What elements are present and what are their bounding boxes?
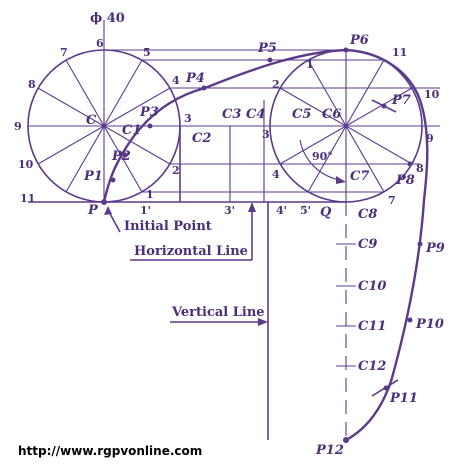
label-C12: C12 (358, 359, 386, 374)
label-r4: 4 (272, 168, 280, 181)
label-r9: 9 (426, 132, 434, 145)
label-C7: C7 (350, 169, 369, 184)
label-C6: C6 (322, 107, 341, 122)
annotation-arrows (103, 20, 269, 440)
footer-url: http://www.rgpvonline.com (18, 444, 202, 458)
curve-points (101, 47, 423, 443)
label-1prime: 1' (140, 204, 151, 217)
label-P1: P1 (83, 169, 103, 184)
label-C10: C10 (358, 279, 386, 294)
point-P8 (407, 161, 413, 167)
label-5: 5 (143, 46, 151, 59)
label-2: 2 (172, 164, 180, 177)
label-P12: P12 (315, 443, 344, 458)
labels: ϕ 40 6 5 4 3 2 1 7 8 9 10 11 C C1 P P1 P… (14, 11, 445, 458)
label-P10: P10 (415, 317, 444, 332)
label-r3: 3 (262, 128, 270, 141)
point-P9 (417, 241, 423, 247)
label-P7: P7 (391, 93, 411, 108)
label-7: 7 (60, 46, 68, 59)
label-C3: C3 (222, 107, 241, 122)
label-8: 8 (28, 78, 36, 91)
angle-arc (299, 139, 341, 181)
label-P9: P9 (425, 241, 445, 256)
angle-arrowhead (336, 176, 346, 184)
label-P5: P5 (257, 41, 277, 56)
vertical-center-line (336, 202, 356, 440)
point-P4 (201, 85, 207, 91)
label-C5: C5 (292, 107, 311, 122)
label-r1: 1 (306, 58, 314, 71)
point-P3 (147, 123, 153, 129)
label-P8: P8 (395, 173, 415, 188)
point-P1 (110, 177, 116, 183)
initial-point-arrowhead (104, 206, 112, 215)
label-C9: C9 (358, 237, 377, 252)
label-P4: P4 (185, 71, 205, 86)
label-r8: 8 (416, 162, 424, 175)
label-Q: Q (320, 205, 332, 220)
label-r7: 7 (388, 194, 396, 207)
label-3prime: 3' (224, 204, 235, 217)
note-horizontal-line: Horizontal Line (134, 244, 248, 259)
label-C: C (86, 113, 97, 128)
note-initial-point: Initial Point (124, 219, 212, 234)
point-P5 (267, 57, 273, 63)
label-4: 4 (172, 74, 180, 87)
label-6: 6 (96, 37, 104, 50)
label-10: 10 (18, 158, 34, 171)
note-angle: 90° (312, 150, 333, 163)
label-r10: 10 (424, 88, 440, 101)
normal-mark-p7 (371, 99, 397, 113)
label-C11: C11 (358, 319, 386, 334)
horizontal-construction-lines (28, 49, 440, 203)
label-3: 3 (184, 112, 192, 125)
label-C4: C4 (246, 107, 265, 122)
label-11: 11 (20, 192, 35, 205)
normal-mark-p11 (371, 379, 399, 397)
horizontal-line-arrowhead (248, 202, 256, 212)
cycloid-curve (102, 48, 429, 442)
label-P6: P6 (349, 33, 369, 48)
label-P2: P2 (111, 149, 131, 164)
label-r2: 2 (272, 78, 280, 91)
dimension-label: ϕ 40 (90, 11, 125, 26)
label-C1: C1 (122, 123, 141, 138)
label-P11: P11 (389, 391, 418, 406)
point-P6 (343, 47, 349, 53)
point-P12 (343, 437, 349, 443)
point-P (101, 199, 107, 205)
label-9: 9 (14, 120, 22, 133)
note-vertical-line: Vertical Line (171, 305, 265, 320)
label-C2: C2 (192, 131, 211, 146)
label-5prime: 5' (300, 204, 311, 217)
label-P: P (87, 203, 99, 218)
label-r11: 11 (392, 46, 407, 59)
label-P3: P3 (139, 105, 159, 120)
label-4prime: 4' (276, 204, 287, 217)
vertical-line-arrowhead (258, 318, 268, 326)
point-P10 (407, 317, 413, 323)
label-1: 1 (146, 188, 154, 201)
point-P2 (122, 152, 128, 158)
label-C8: C8 (358, 207, 377, 222)
